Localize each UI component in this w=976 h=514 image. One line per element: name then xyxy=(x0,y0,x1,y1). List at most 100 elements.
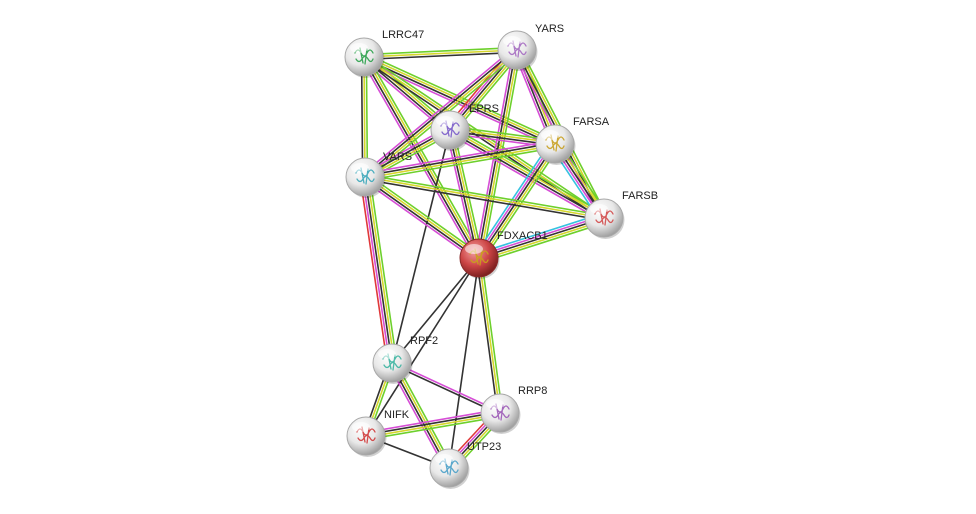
protein-structure-icon xyxy=(355,167,375,185)
evidence-line-yellow xyxy=(363,49,518,58)
evidence-line-lime xyxy=(450,126,607,216)
node-fdxacb1[interactable]: FDXACB1 xyxy=(459,230,548,279)
evidence-line-lime xyxy=(363,46,518,56)
protein-structure-icon xyxy=(440,120,460,138)
node-highlight xyxy=(351,163,369,173)
node-highlight xyxy=(465,244,483,254)
node-highlight xyxy=(435,454,453,464)
evidence-line-magenta xyxy=(364,408,501,434)
edge-farsb-fdxacb1[interactable] xyxy=(476,212,607,264)
node-label: LRRC47 xyxy=(382,29,424,41)
evidence-line-yellow xyxy=(366,175,396,364)
evidence-line-yellow xyxy=(480,144,558,261)
evidence-line-dark xyxy=(391,257,480,364)
node-nifk[interactable]: NIFK xyxy=(346,409,410,457)
evidence-line-magenta xyxy=(391,361,502,413)
node-yars[interactable]: YARS xyxy=(497,23,564,71)
evidence-line-dark xyxy=(390,363,501,415)
evidence-line-magenta xyxy=(445,129,477,260)
node-vars[interactable]: VARS xyxy=(345,151,412,198)
evidence-line-cyan xyxy=(474,140,552,257)
evidence-line-yellow xyxy=(478,219,606,262)
edge-rpf2-rrp8[interactable] xyxy=(390,361,502,415)
evidence-line-dark xyxy=(362,56,479,260)
evidence-line-dark xyxy=(363,51,518,61)
evidence-line-yellow xyxy=(364,55,481,259)
node-highlight xyxy=(486,399,504,409)
edge-fdxacb1-rrp8[interactable] xyxy=(475,256,504,415)
evidence-line-magenta xyxy=(388,363,447,471)
evidence-line-lime xyxy=(365,415,502,441)
edge-lrrc47-vars[interactable] xyxy=(360,56,369,178)
node-highlight xyxy=(436,116,454,126)
edge-eprs-farsb[interactable] xyxy=(447,126,607,222)
evidence-line-lime xyxy=(452,128,484,259)
evidence-line-red xyxy=(359,176,389,365)
node-lrrc47[interactable]: LRRC47 xyxy=(344,29,424,78)
node-label: NIFK xyxy=(384,409,410,421)
node-label: FDXACB1 xyxy=(497,230,548,242)
node-highlight xyxy=(350,43,368,53)
edge-rpf2-utp23[interactable] xyxy=(388,360,453,471)
evidence-line-yellow xyxy=(365,413,502,438)
edge-vars-rpf2[interactable] xyxy=(359,175,398,365)
edge-eprs-rpf2[interactable] xyxy=(391,129,451,364)
edge-vars-fdxacb1[interactable] xyxy=(362,173,482,262)
protein-structure-icon xyxy=(439,458,459,476)
evidence-line-dark xyxy=(448,257,480,469)
evidence-line-lime xyxy=(364,52,558,142)
evidence-line-dark xyxy=(448,130,605,220)
edge-vars-farsb[interactable] xyxy=(363,173,606,222)
evidence-line-dark xyxy=(362,57,556,146)
node-label: EPRS xyxy=(469,103,499,115)
node-rrp8[interactable]: RRP8 xyxy=(480,385,547,434)
edge-rrp8-nifk[interactable] xyxy=(364,408,502,441)
node-eprs[interactable]: EPRS xyxy=(430,103,499,151)
evidence-line-dark xyxy=(363,177,480,260)
protein-structure-icon xyxy=(356,426,376,444)
node-label: UTP23 xyxy=(467,441,501,453)
node-farsb[interactable]: FARSB xyxy=(584,190,658,239)
evidence-line-dark xyxy=(390,362,449,470)
evidence-line-yellow xyxy=(364,176,605,219)
protein-structure-icon xyxy=(382,353,402,371)
protein-structure-icon xyxy=(490,403,510,421)
node-utp23[interactable]: UTP23 xyxy=(429,441,501,489)
evidence-line-lime xyxy=(480,256,504,414)
protein-structure-icon xyxy=(354,47,374,65)
evidence-line-magenta xyxy=(363,139,556,175)
evidence-line-dark xyxy=(363,178,605,222)
evidence-line-dark xyxy=(360,56,364,178)
evidence-line-yellow xyxy=(364,144,557,179)
evidence-line-dark xyxy=(363,142,556,177)
edge-fdxacb1-nifk[interactable] xyxy=(365,257,480,437)
evidence-line-dark xyxy=(478,217,605,259)
evidence-line-dark xyxy=(391,129,451,364)
evidence-line-yellow xyxy=(363,56,366,178)
evidence-line-magenta xyxy=(361,46,516,176)
evidence-line-dark xyxy=(477,48,517,259)
evidence-line-dark xyxy=(475,257,499,415)
evidence-line-dark xyxy=(364,411,501,436)
evidence-line-dark xyxy=(365,257,480,437)
evidence-line-lime xyxy=(364,173,606,217)
edge-fdxacb1-utp23[interactable] xyxy=(448,257,480,469)
edge-lrrc47-yars[interactable] xyxy=(363,46,518,61)
evidence-line-lime xyxy=(365,56,369,178)
node-highlight xyxy=(503,36,521,46)
node-rpf2[interactable]: RPF2 xyxy=(372,335,438,384)
edge-farsa-vars[interactable] xyxy=(363,139,557,182)
evidence-line-magenta xyxy=(447,132,604,222)
evidence-line-lime xyxy=(394,360,453,468)
evidence-line-dark xyxy=(363,48,518,177)
node-label: RPF2 xyxy=(410,335,438,347)
protein-structure-icon xyxy=(594,208,614,226)
evidence-line-yellow xyxy=(392,361,451,469)
edge-fdxacb1-rpf2[interactable] xyxy=(391,257,480,364)
edge-lrrc47-fdxacb1[interactable] xyxy=(360,54,483,261)
node-farsa[interactable]: FARSA xyxy=(535,116,610,165)
protein-structure-icon xyxy=(545,134,565,152)
evidence-line-yellow xyxy=(449,128,606,218)
